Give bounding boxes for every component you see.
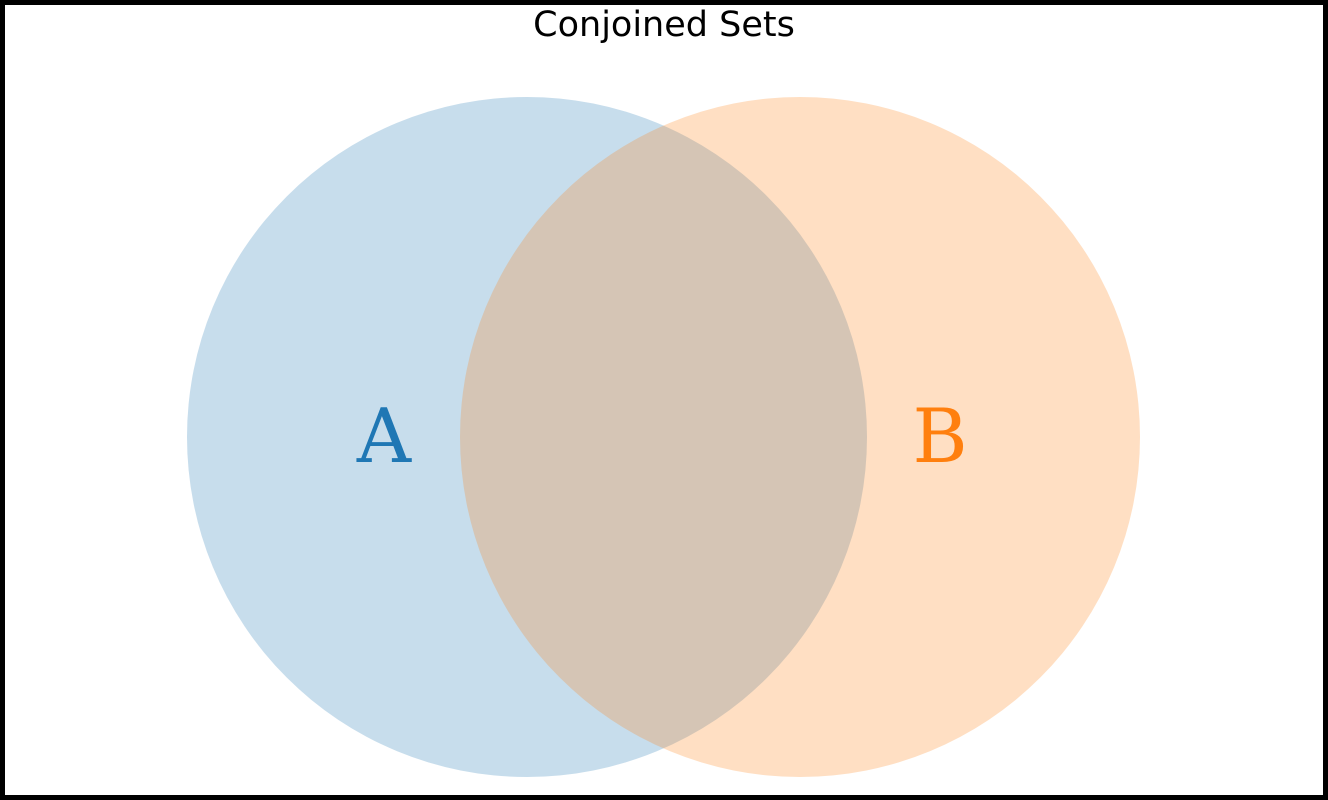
- figure-title: Conjoined Sets: [533, 5, 795, 45]
- set-b-label: B: [912, 392, 967, 480]
- set-a-circle: [187, 97, 867, 777]
- set-a-label: A: [356, 392, 412, 480]
- set-b-circle: [460, 97, 1140, 777]
